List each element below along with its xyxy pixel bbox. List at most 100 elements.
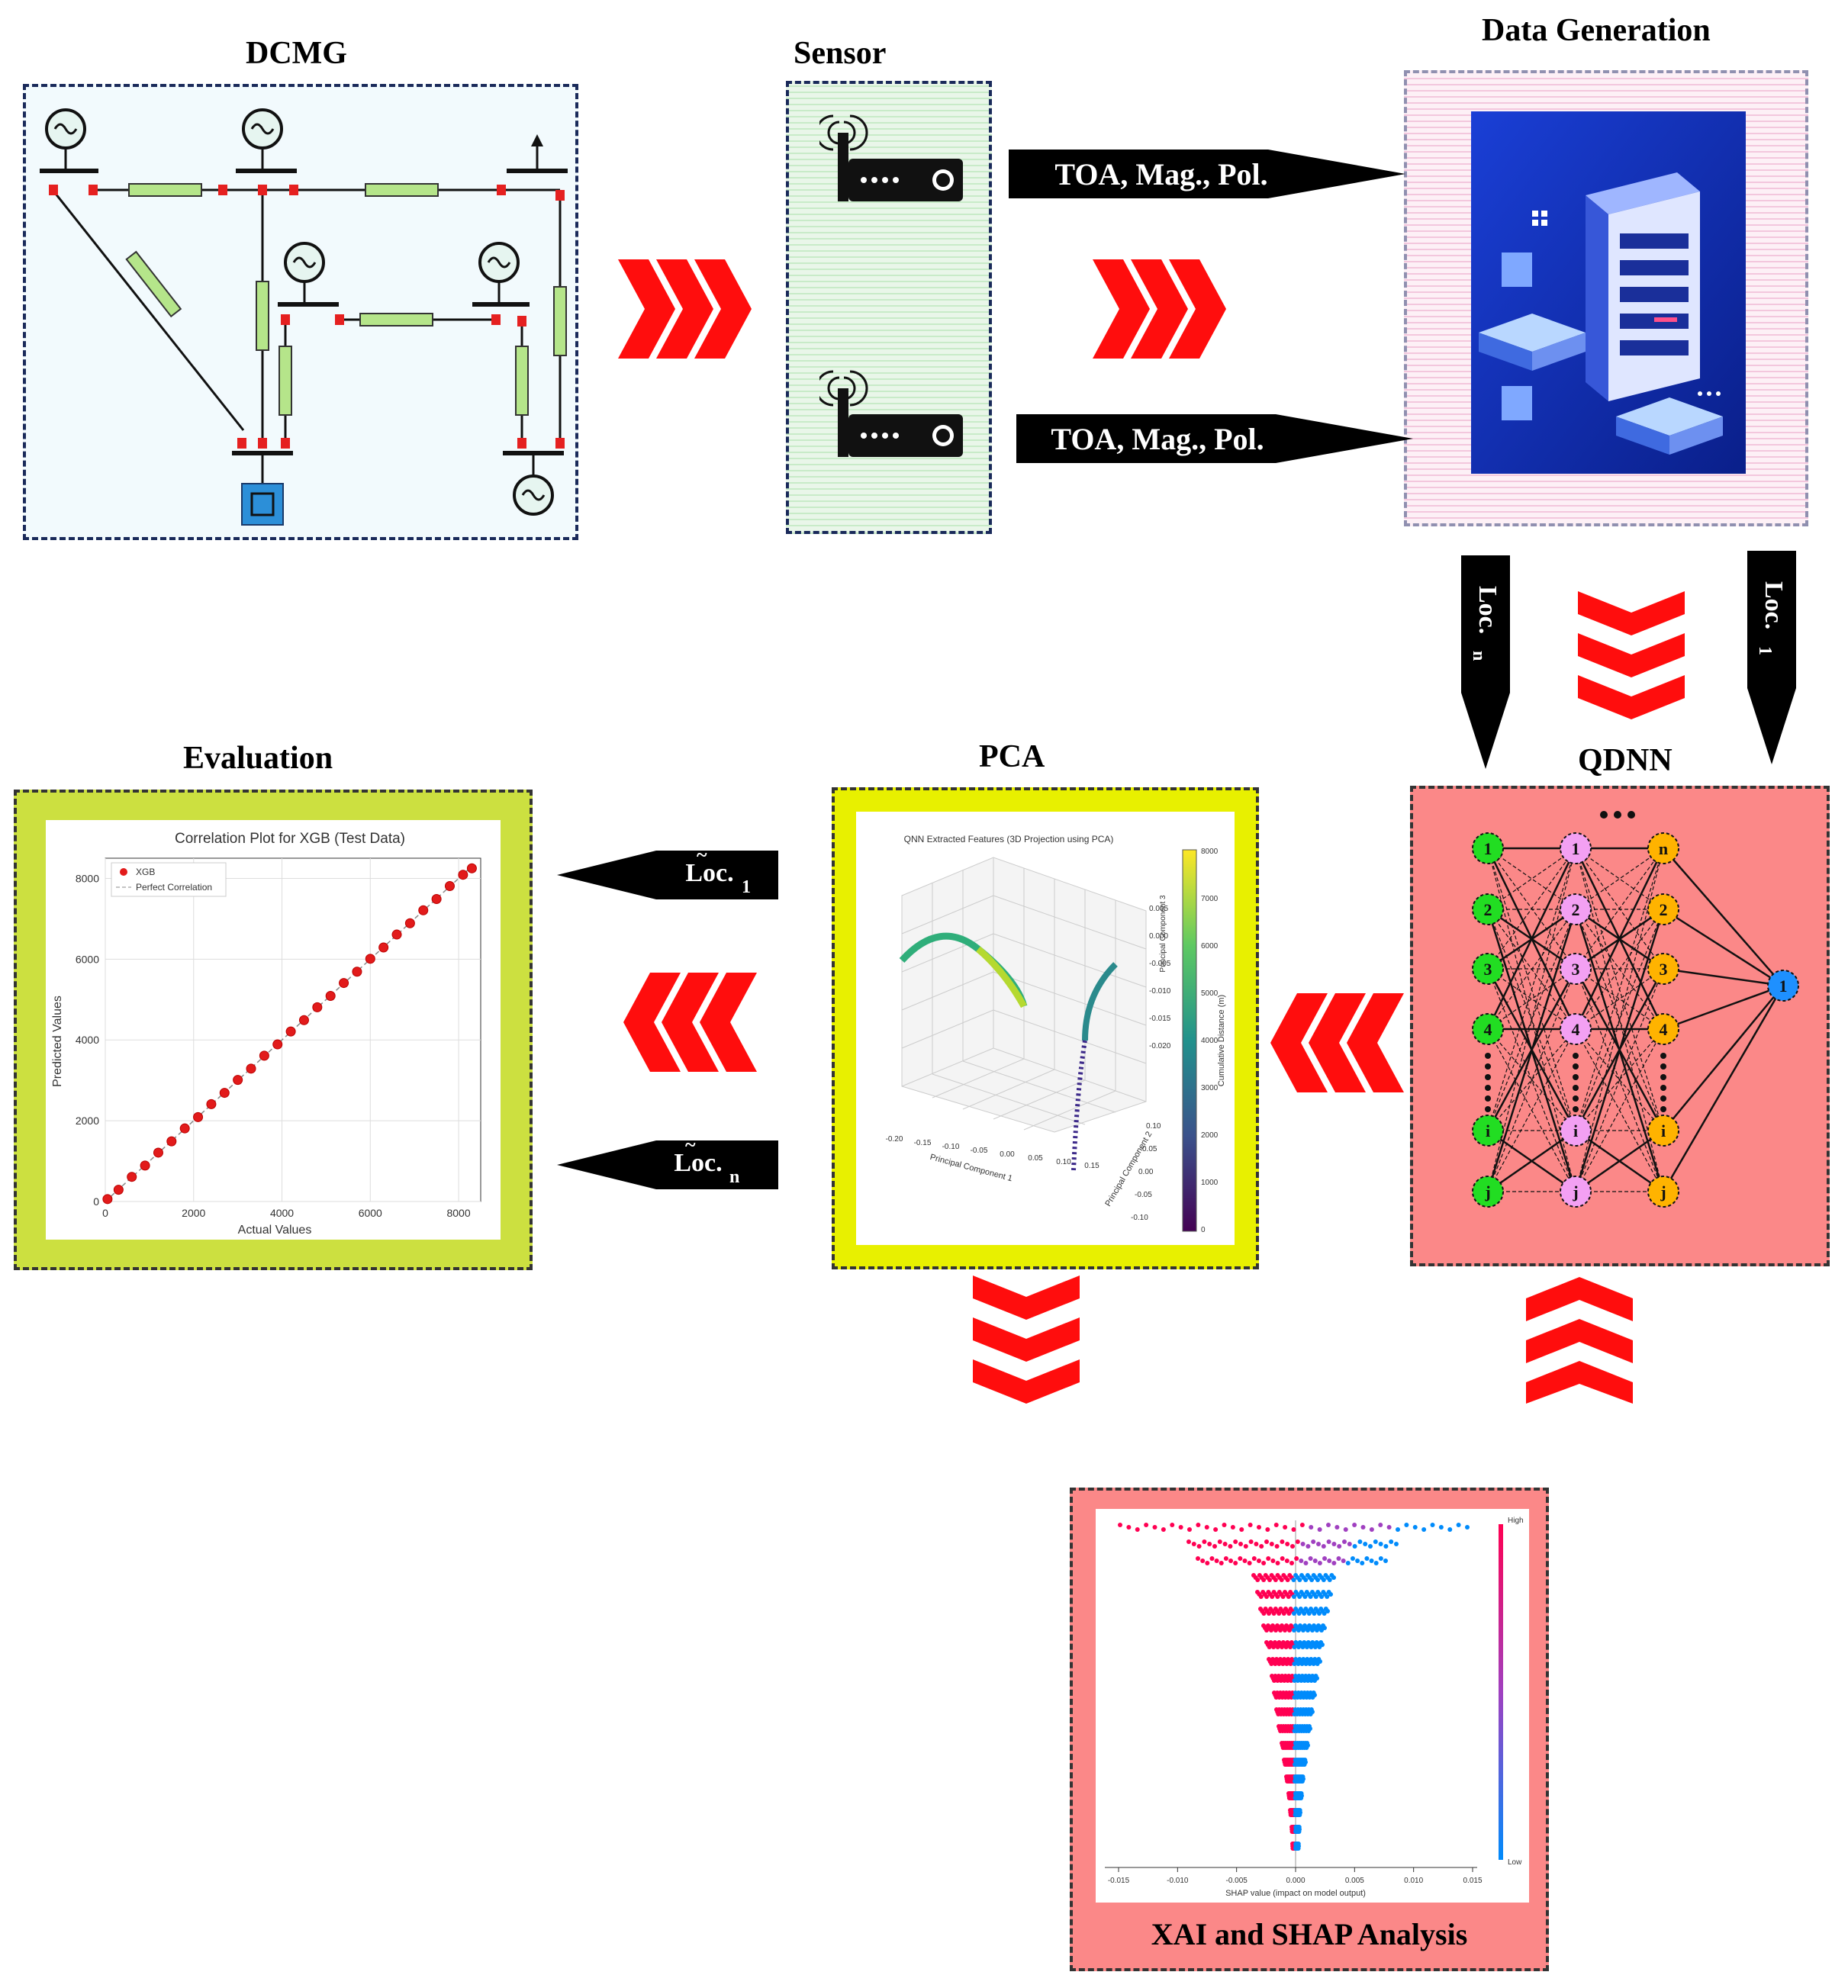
shap-point bbox=[1341, 1559, 1346, 1563]
shap-point bbox=[1196, 1523, 1201, 1527]
shap-point bbox=[1312, 1693, 1317, 1697]
shap-point bbox=[1352, 1544, 1357, 1549]
hidden1-node bbox=[1560, 893, 1592, 925]
colorbar-tick-label: 8000 bbox=[1201, 848, 1219, 856]
network-edge bbox=[1575, 1028, 1664, 1131]
shap-point bbox=[1294, 1556, 1299, 1561]
colorbar-tick-label: 4000 bbox=[1201, 1037, 1219, 1045]
shap-point bbox=[1191, 1542, 1196, 1546]
toa-label-top: TOA, Mag., Pol. bbox=[1054, 157, 1267, 191]
input-node bbox=[1472, 893, 1504, 925]
chevron-down-icon bbox=[1578, 591, 1685, 719]
shap-point bbox=[1345, 1561, 1351, 1565]
loc-tilde-n-arrow: Loc. ~ n bbox=[557, 1140, 778, 1189]
shap-point bbox=[1204, 1525, 1209, 1530]
toa-arrow-bottom: TOA, Mag., Pol. bbox=[1016, 414, 1413, 463]
hidden2-node bbox=[1647, 893, 1679, 925]
input-node bbox=[1472, 1013, 1504, 1045]
qdnn-title: QDNN bbox=[1578, 743, 1673, 778]
chevron-up-icon bbox=[1526, 1277, 1633, 1404]
chart-title: QNN Extracted Features (3D Projection us… bbox=[904, 834, 1114, 844]
shap-point bbox=[1228, 1559, 1234, 1563]
shap-point bbox=[1317, 1611, 1322, 1616]
shap-point bbox=[1284, 1559, 1289, 1563]
z-axis-label: Principal Component 3 bbox=[1159, 895, 1167, 973]
shap-point bbox=[1273, 1523, 1279, 1527]
shap-point bbox=[1378, 1556, 1383, 1561]
shap-point bbox=[1331, 1561, 1337, 1565]
data-point bbox=[153, 1147, 163, 1158]
shap-point bbox=[1281, 1611, 1286, 1616]
data-point bbox=[404, 918, 415, 928]
shap-point bbox=[1270, 1594, 1275, 1599]
shap-point bbox=[1430, 1523, 1435, 1527]
shap-point bbox=[1223, 1556, 1228, 1561]
shap-point bbox=[1292, 1594, 1296, 1599]
shap-point bbox=[1271, 1611, 1277, 1616]
shap-point bbox=[1258, 1594, 1264, 1599]
loc-tilde-1-label: Loc. bbox=[685, 859, 733, 887]
shap-point bbox=[1421, 1527, 1427, 1532]
network-edge bbox=[1487, 968, 1576, 1030]
colorbar-tick-label: 3000 bbox=[1201, 1084, 1219, 1092]
data-point bbox=[298, 1015, 309, 1025]
legend bbox=[111, 862, 227, 897]
svg-text:~: ~ bbox=[697, 851, 707, 866]
sensor-device-icon bbox=[819, 114, 963, 201]
colorbar-tick-label: 1000 bbox=[1201, 1179, 1219, 1187]
data-point bbox=[458, 870, 468, 880]
shap-point bbox=[1369, 1527, 1374, 1532]
x-tick-label: 8000 bbox=[446, 1207, 470, 1219]
shap-point bbox=[1269, 1542, 1274, 1546]
evaluation-panel: Correlation Plot for XGB (Test Data) Act… bbox=[14, 790, 533, 1270]
ellipsis-dot bbox=[1573, 1095, 1579, 1102]
shap-point bbox=[1279, 1578, 1284, 1582]
x-tick-label: -0.20 bbox=[886, 1135, 903, 1144]
shap-point bbox=[1386, 1525, 1392, 1530]
shap-point bbox=[1187, 1527, 1192, 1532]
ellipsis-dot bbox=[1627, 811, 1635, 819]
shap-point bbox=[1396, 1527, 1400, 1532]
legend-marker bbox=[120, 868, 127, 876]
y-tick-label: 0.05 bbox=[1142, 1145, 1157, 1153]
shap-point bbox=[1326, 1523, 1331, 1527]
data-generation-panel bbox=[1404, 70, 1808, 526]
x-tick-label: 0.15 bbox=[1084, 1162, 1099, 1170]
ellipsis-dot bbox=[1660, 1106, 1666, 1112]
pca-panel: QNN Extracted Features (3D Projection us… bbox=[832, 787, 1259, 1269]
data-point bbox=[259, 1050, 269, 1061]
shap-point bbox=[1259, 1544, 1264, 1549]
data-point bbox=[352, 967, 362, 977]
shap-point bbox=[1331, 1542, 1337, 1546]
shap-point bbox=[1289, 1561, 1294, 1565]
ellipsis-dot bbox=[1600, 811, 1608, 819]
shap-point bbox=[1363, 1542, 1368, 1546]
shap-point bbox=[1267, 1578, 1272, 1582]
shap-point bbox=[1264, 1594, 1269, 1599]
y-axis-label: Predicted Values bbox=[51, 996, 64, 1087]
shap-point bbox=[1456, 1523, 1461, 1527]
network-edge bbox=[1487, 1028, 1576, 1131]
shap-point bbox=[1280, 1539, 1285, 1544]
shap-point bbox=[1321, 1544, 1326, 1549]
data-point bbox=[466, 863, 477, 873]
svg-text:~: ~ bbox=[685, 1140, 696, 1156]
data-point bbox=[206, 1099, 217, 1109]
loc-tilde-1-arrow: Loc. ~ 1 bbox=[557, 851, 778, 899]
shap-point bbox=[1322, 1556, 1328, 1561]
loc-n-subscript: n bbox=[1469, 651, 1489, 661]
shap-point bbox=[1295, 1539, 1300, 1544]
pca-chart-area: QNN Extracted Features (3D Projection us… bbox=[856, 812, 1235, 1245]
shap-point bbox=[1213, 1527, 1219, 1532]
shap-point bbox=[1438, 1525, 1444, 1530]
x-tick-label: 0.010 bbox=[1404, 1877, 1423, 1885]
shap-point bbox=[1285, 1578, 1290, 1582]
network-edge bbox=[1575, 968, 1664, 1030]
ellipsis-dot bbox=[1485, 1063, 1491, 1070]
network-edge bbox=[1574, 848, 1665, 1030]
shap-point bbox=[1378, 1523, 1383, 1527]
input-node bbox=[1472, 953, 1504, 985]
y-tick-label: 0.00 bbox=[1138, 1168, 1154, 1176]
shap-point bbox=[1202, 1539, 1207, 1544]
chevron-right-icon bbox=[1093, 259, 1226, 359]
